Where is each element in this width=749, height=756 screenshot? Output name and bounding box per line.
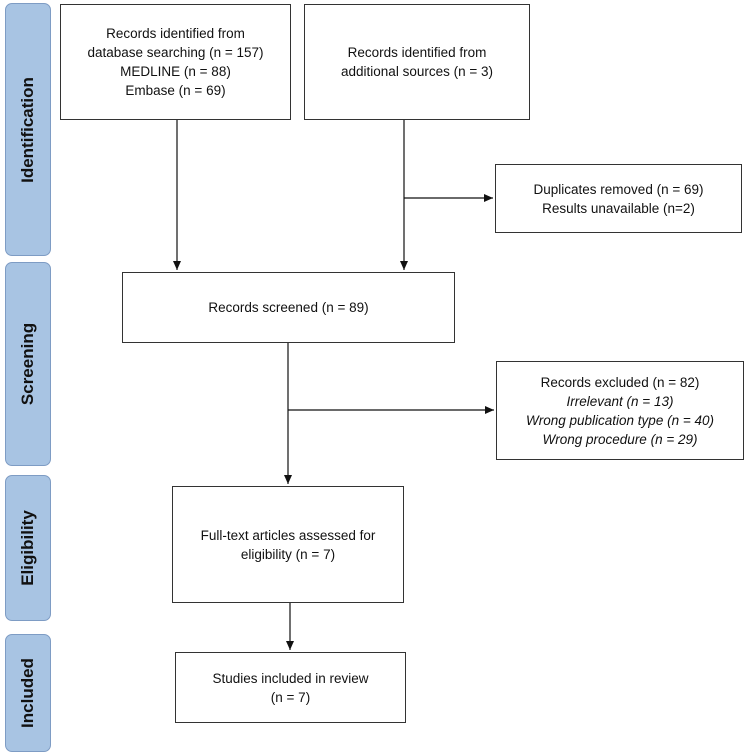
excluded-reason-wrong-publication: Wrong publication type (n = 40) (526, 412, 714, 428)
database-records-line-1: Records identified from (106, 26, 245, 41)
phase-identification: Identification (5, 3, 51, 256)
excluded-reason-irrelevant: Irrelevant (n = 13) (566, 393, 674, 409)
box-fulltext-assessed: Full-text articles assessed for eligibil… (172, 486, 404, 603)
fulltext-line-1: Full-text articles assessed for (200, 527, 376, 543)
box-database-records: Records identified from database searchi… (60, 4, 291, 120)
additional-records-line-2: additional sources (n = 3) (341, 64, 493, 79)
phase-included: Included (5, 634, 51, 752)
excluded-reason-wrong-procedure: Wrong procedure (n = 29) (542, 431, 698, 447)
phase-screening: Screening (5, 262, 51, 466)
fulltext-line-2: eligibility (n = 7) (240, 546, 336, 562)
box-duplicates-removed: Duplicates removed (n = 69) Results unav… (495, 164, 742, 233)
included-line-1: Studies included in review (212, 670, 369, 686)
duplicates-line-1: Duplicates removed (n = 69) (533, 181, 704, 197)
screened-line-1: Records screened (n = 89) (208, 300, 369, 315)
database-records-line-4: Embase (n = 69) (125, 83, 226, 98)
box-records-screened: Records screened (n = 89) (122, 272, 455, 343)
duplicates-line-2: Results unavailable (n=2) (542, 200, 695, 216)
box-additional-records: Records identified from additional sourc… (304, 4, 530, 120)
excluded-title: Records excluded (n = 82) (540, 374, 700, 390)
phase-eligibility: Eligibility (5, 475, 51, 621)
additional-records-line-1: Records identified from (347, 45, 487, 60)
included-line-2: (n = 7) (270, 689, 311, 705)
database-records-line-2: database searching (n = 157) (87, 45, 264, 60)
box-studies-included: Studies included in review (n = 7) (175, 652, 406, 723)
database-records-line-3: MEDLINE (n = 88) (120, 64, 231, 79)
box-records-excluded: Records excluded (n = 82) Irrelevant (n … (496, 361, 744, 460)
